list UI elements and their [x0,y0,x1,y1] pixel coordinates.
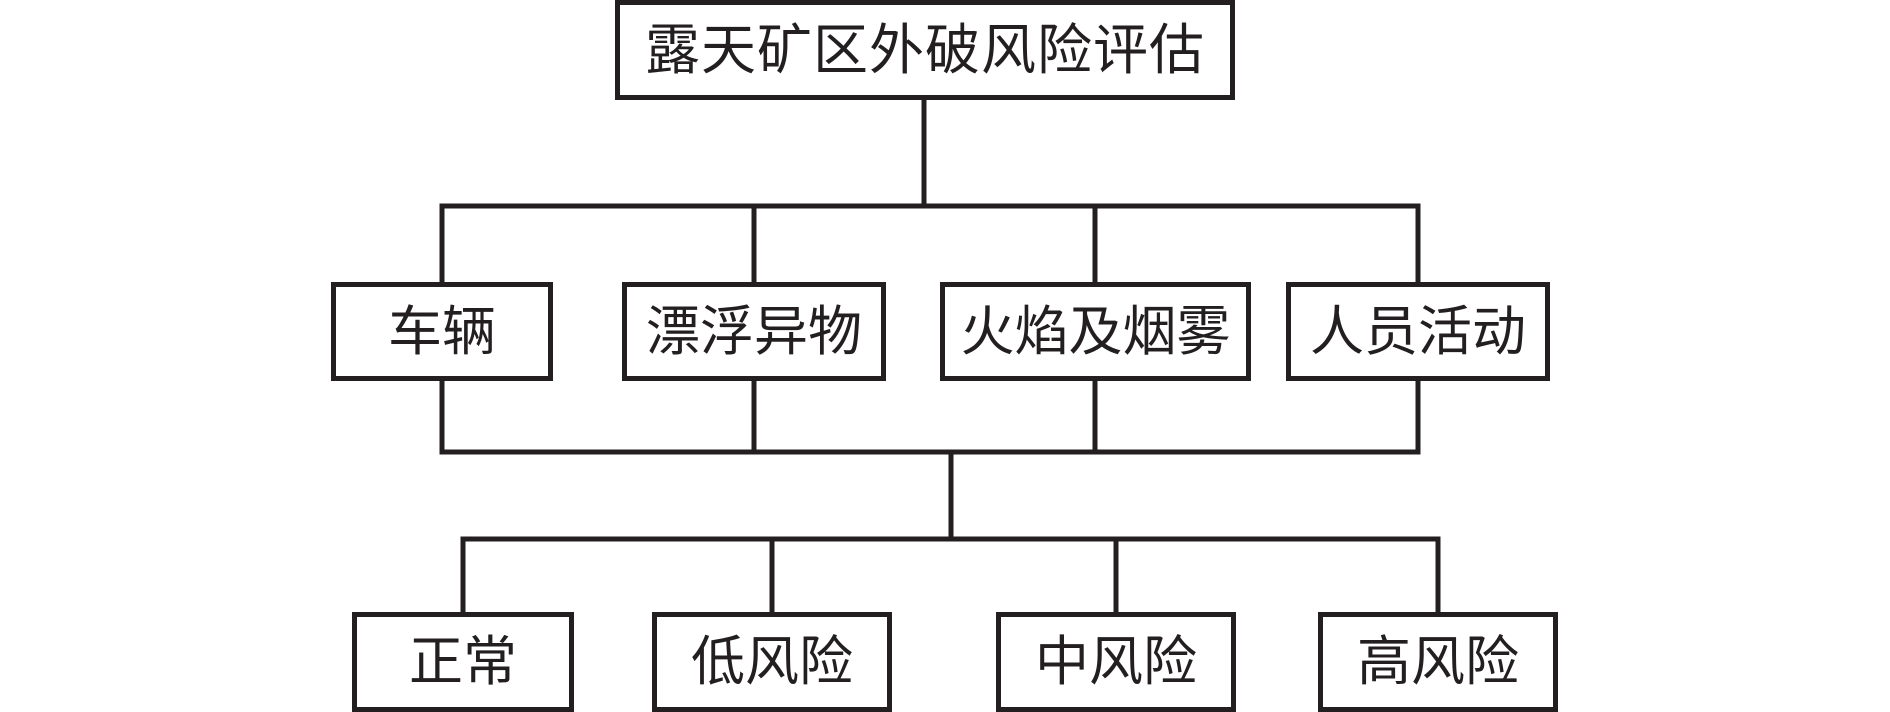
factor-node-vehicle: 车辆 [331,282,553,381]
risk-node-normal: 正常 [352,612,574,712]
risk-node-low: 低风险 [652,612,892,712]
risk-node-label: 低风险 [691,630,853,693]
factor-node-label: 漂浮异物 [646,299,862,363]
root-node: 露天矿区外破风险评估 [615,0,1235,100]
factor-node-label: 人员活动 [1310,299,1526,363]
root-node-label: 露天矿区外破风险评估 [644,17,1205,82]
risk-node-label: 高风险 [1357,630,1519,693]
risk-node-label: 正常 [409,630,517,693]
risk-node-medium: 中风险 [996,612,1236,712]
factor-node-label: 火焰及烟雾 [960,299,1231,363]
factor-node-personnel: 人员活动 [1286,282,1550,381]
risk-node-label: 中风险 [1035,630,1197,693]
factor-node-floating-object: 漂浮异物 [622,282,886,381]
factor-node-label: 车辆 [388,299,496,363]
factor-node-fire-smoke: 火焰及烟雾 [940,282,1251,381]
risk-node-high: 高风险 [1318,612,1558,712]
